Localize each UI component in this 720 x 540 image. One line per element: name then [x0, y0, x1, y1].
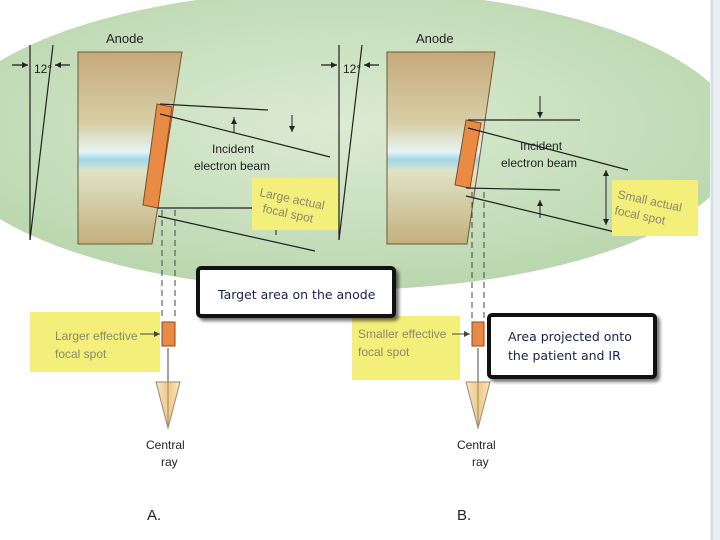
actual-spot-highlight-b [612, 180, 698, 236]
panel-a: 12° Anode Incident electron beam Large a… [12, 31, 338, 524]
effective-focal-spot-b [471, 321, 485, 347]
effective-spot-label-b-line1: Smaller effective [358, 327, 447, 341]
actual-spot-highlight-a [252, 178, 338, 230]
angle-label-b: 12° [343, 62, 361, 76]
effective-spot-label-a-line2: focal spot [55, 347, 107, 361]
target-area-callout: Target area on the anode [196, 266, 396, 318]
projected-area-callout-line1: Area projected onto [508, 329, 632, 344]
angle-label-a: 12° [34, 62, 52, 76]
effective-spot-highlight-b [352, 316, 460, 380]
anode-label-a: Anode [106, 31, 144, 46]
central-ray-label-a-line1: Central [146, 438, 185, 452]
projected-area-callout-line2: the patient and IR [508, 348, 621, 363]
beam-label-b-line2: electron beam [501, 156, 577, 170]
central-ray-label-a-line2: ray [161, 455, 178, 469]
anode-label-b: Anode [416, 31, 454, 46]
effective-spot-highlight-a [30, 312, 160, 372]
effective-spot-label-b-line2: focal spot [358, 345, 410, 359]
effective-spot-label-a-line1: Larger effective [55, 329, 138, 343]
slide-right-edge [710, 0, 720, 540]
central-ray-label-b-line1: Central [457, 438, 496, 452]
beam-label-b-line1: Incident [520, 139, 563, 153]
target-area-callout-text: Target area on the anode [218, 287, 376, 302]
panel-letter-b: B. [457, 507, 471, 524]
central-ray-label-b-line2: ray [472, 455, 489, 469]
beam-label-a-line1: Incident [212, 142, 255, 156]
panel-letter-a: A. [147, 507, 161, 524]
effective-focal-spot-a [161, 321, 176, 347]
beam-label-a-line2: electron beam [194, 159, 270, 173]
panel-b: 12° Anode Incident electron beam Small a… [321, 31, 698, 524]
projected-area-callout: Area projected onto the patient and IR [487, 313, 657, 379]
